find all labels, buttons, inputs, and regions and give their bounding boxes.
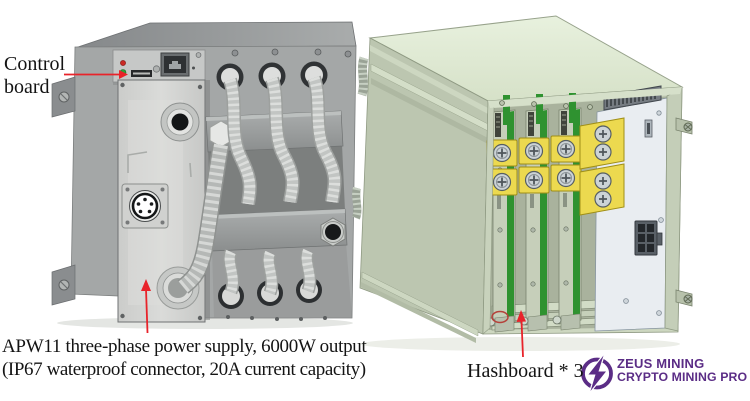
psu-rear-photo [51, 21, 357, 329]
busbar-blocks [486, 117, 625, 216]
control-board-label: Control board [4, 53, 66, 99]
side-hose-stub [352, 56, 369, 220]
control-board-arrow [64, 70, 128, 79]
busbar-block [550, 164, 582, 192]
side-hinge-top [675, 117, 693, 135]
busbar-block-tall [579, 163, 625, 216]
cable-gland-top [160, 102, 200, 142]
callout-circle [491, 310, 509, 324]
sd-card-slot [131, 70, 152, 77]
logo-text-line1: ZEUS MINING [617, 356, 705, 371]
reset-button [152, 65, 161, 73]
psu-top-face [74, 21, 357, 49]
busbar-block [518, 137, 550, 165]
status-led-red [120, 60, 126, 66]
aviation-connector-5pin [121, 183, 169, 229]
hashboard-label: Hashboard * 3 [467, 360, 584, 382]
panel-screws [226, 48, 352, 321]
mounting-bracket-top [51, 76, 76, 118]
side-hinge-bottom [675, 289, 693, 307]
busbar-block [486, 168, 518, 196]
busbar-block [486, 139, 518, 167]
mounting-bracket-bottom [51, 264, 76, 306]
busbar-block [550, 135, 582, 163]
ground-shadow [360, 337, 680, 351]
busbar-block [518, 166, 550, 194]
psu-arrow [141, 279, 151, 334]
psu-caption-line2: (IP67 waterproof connector, 20A current … [2, 359, 366, 380]
power-connector [634, 220, 663, 256]
miner-cad-view [352, 15, 693, 351]
logo-text-line2: CRYPTO MINING PRO [617, 370, 748, 384]
zeus-logo-icon [581, 354, 613, 393]
frame-screws [499, 100, 593, 110]
ethernet-port [160, 52, 190, 77]
cad-left-face [352, 37, 489, 343]
vent-slot [644, 119, 653, 138]
hashboard-arrow [516, 310, 526, 358]
busbar-block-tall [579, 117, 625, 170]
psu-caption-line1: APW11 three-phase power supply, 6000W ou… [2, 336, 367, 357]
hex-port [320, 217, 346, 247]
